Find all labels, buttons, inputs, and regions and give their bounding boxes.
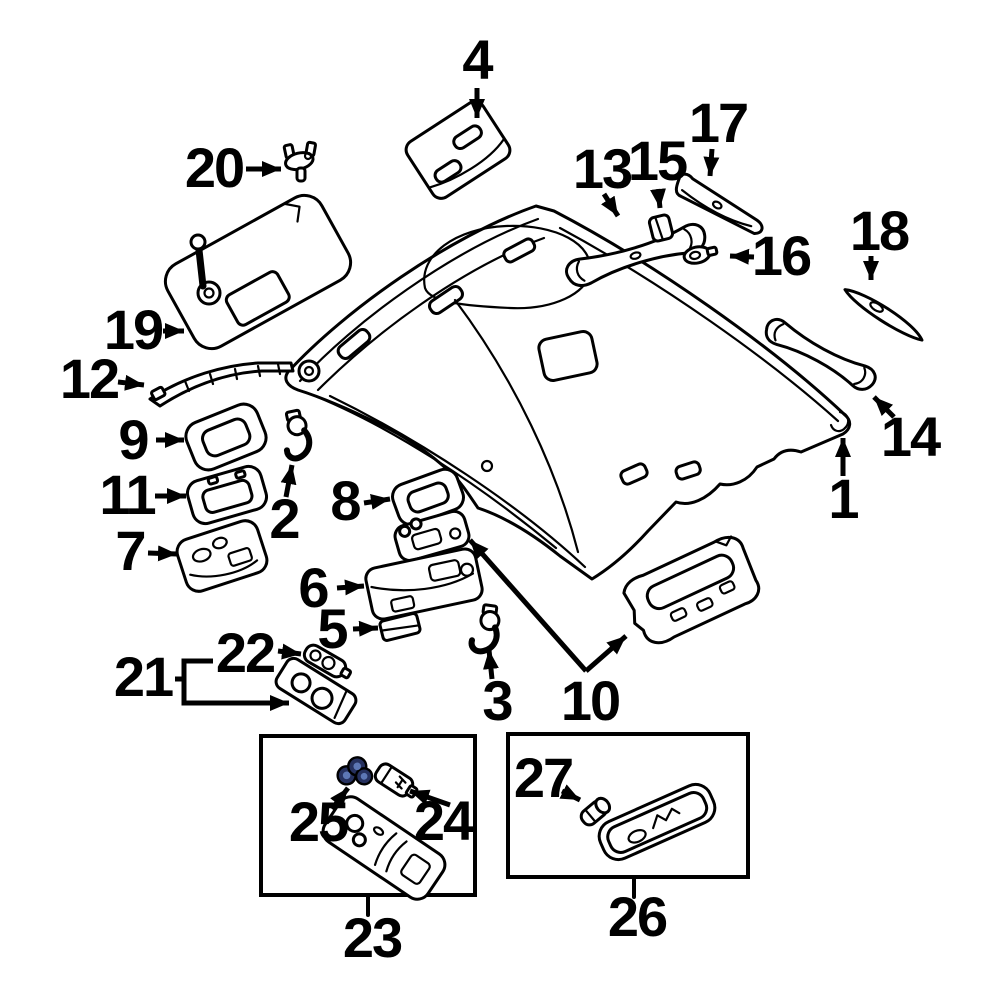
arrow-to-part-5 (352, 620, 379, 637)
part-3-coat-hook (468, 603, 501, 655)
part-7-console-housing (175, 519, 269, 593)
callout-26: 26 (607, 884, 668, 948)
part-4-roof-console-cover (404, 100, 512, 200)
callout-8: 8 (330, 468, 361, 532)
callout-4: 4 (462, 27, 493, 91)
callout-5: 5 (317, 596, 348, 660)
callout-12: 12 (59, 346, 120, 410)
rear-reading-lamp (622, 535, 761, 645)
callout-22: 22 (215, 620, 276, 684)
part-24-bulb-socket (373, 762, 419, 799)
callout-27: 27 (513, 745, 574, 809)
part-9-bezel (184, 402, 268, 472)
arrow-to-part-22 (277, 643, 302, 660)
arrow-to-part-24 (409, 788, 451, 808)
part-8-bezel (391, 467, 465, 527)
callout-13: 13 (572, 136, 633, 200)
inset-box-rear-lamp-lens (506, 732, 750, 899)
part-25-connector (336, 756, 374, 786)
callout-6: 6 (298, 555, 329, 619)
part-22-bulb (302, 643, 353, 680)
part-14-grab-handle (764, 318, 877, 391)
visor-pivot-rod (189, 233, 222, 306)
callout-15: 15 (627, 128, 688, 192)
callout-14: 14 (880, 404, 941, 468)
part-1-headliner-panel (284, 204, 852, 581)
part-23-map-light-unit (321, 795, 447, 901)
callout-1: 1 (828, 466, 859, 530)
callout-21: 21 (113, 644, 174, 708)
callout-25: 25 (288, 789, 349, 853)
arrow-to-part-15 (650, 188, 666, 209)
part-27-bulb (579, 796, 612, 827)
callout-11: 11 (99, 462, 156, 526)
arrow-to-part-12 (117, 374, 145, 391)
leader-arrows (117, 88, 896, 811)
arrow-10-to-front-lamp (468, 538, 588, 673)
part-12-trim-strip (148, 361, 295, 408)
callout-10: 10 (560, 668, 621, 732)
arrow-to-part-3 (482, 649, 499, 680)
arrow-to-part-13 (601, 192, 621, 218)
bracket-21-to-light-unit (175, 658, 289, 703)
part-16-fitting (682, 245, 719, 265)
part-26-lamp-lens (597, 782, 717, 862)
part-19-sun-visor (163, 193, 353, 351)
inset-box-map-light (259, 734, 477, 917)
arrow-to-part-8 (363, 493, 391, 510)
callout-18: 18 (849, 198, 910, 262)
part-15-cap (647, 213, 675, 243)
arrow-to-part-17 (703, 148, 720, 177)
arrow-to-part-14 (872, 395, 896, 419)
arrow-to-part-27 (559, 784, 582, 803)
part-17-bracket (674, 172, 764, 235)
part-5-cover (378, 612, 422, 642)
part-11-bezel (185, 464, 269, 526)
part-2-coat-hook (283, 408, 313, 462)
callout-17: 17 (688, 90, 749, 154)
part-13-grab-handle (565, 223, 707, 288)
arrow-10-to-rear-lamp (584, 634, 628, 673)
part-20-visor-clip (282, 140, 317, 183)
part-6-console (364, 547, 484, 621)
arrow-to-part-16 (729, 248, 755, 265)
arrow-to-part-6 (336, 579, 365, 596)
callout-7: 7 (115, 518, 146, 582)
callout-2: 2 (269, 486, 300, 550)
callout-16: 16 (751, 223, 812, 287)
callout-3: 3 (482, 668, 513, 732)
callout-9: 9 (118, 407, 149, 471)
arrow-to-part-2 (280, 464, 297, 498)
callout-24: 24 (413, 788, 474, 852)
callout-20: 20 (184, 135, 245, 199)
callout-19: 19 (103, 297, 164, 361)
arrow-to-part-25 (330, 786, 350, 811)
callout-23: 23 (342, 905, 403, 969)
part-18-trim-blade (843, 288, 924, 342)
arrow-to-part-7 (147, 545, 178, 562)
